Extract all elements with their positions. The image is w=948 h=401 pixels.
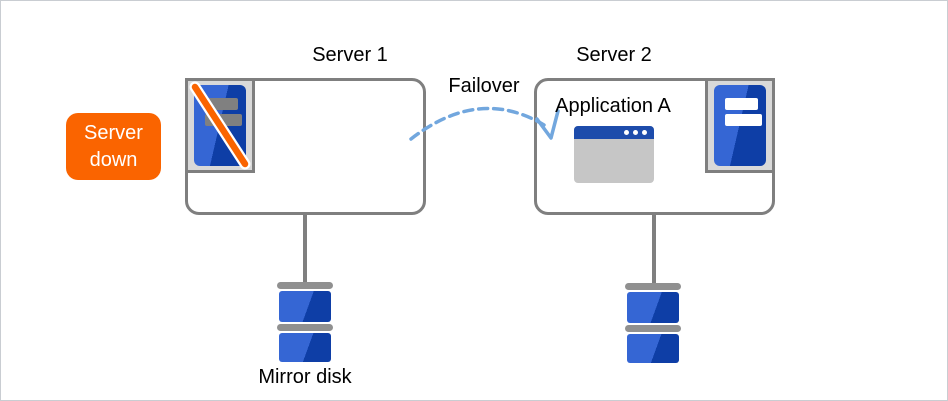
server1-disk-connector bbox=[303, 213, 307, 283]
application-label: Application A bbox=[555, 95, 671, 117]
server2-title: Server 2 bbox=[576, 44, 652, 66]
app-window-icon bbox=[574, 126, 654, 183]
server-down-badge-text: Server down bbox=[84, 121, 143, 171]
app-window-titlebar bbox=[574, 126, 654, 139]
server1-title: Server 1 bbox=[312, 44, 388, 66]
mirror-disk-label: Mirror disk bbox=[258, 366, 352, 388]
server-down-badge: Server down bbox=[66, 113, 161, 180]
server-icon bbox=[705, 78, 775, 173]
mirror-disk-icon bbox=[625, 283, 681, 363]
server-icon-body bbox=[714, 85, 766, 166]
strike-line-icon bbox=[189, 81, 251, 170]
server2-disk-connector bbox=[652, 213, 656, 283]
failover-label: Failover bbox=[448, 75, 520, 97]
server-down-icon bbox=[185, 78, 255, 173]
mirror-disk-icon bbox=[277, 282, 333, 362]
